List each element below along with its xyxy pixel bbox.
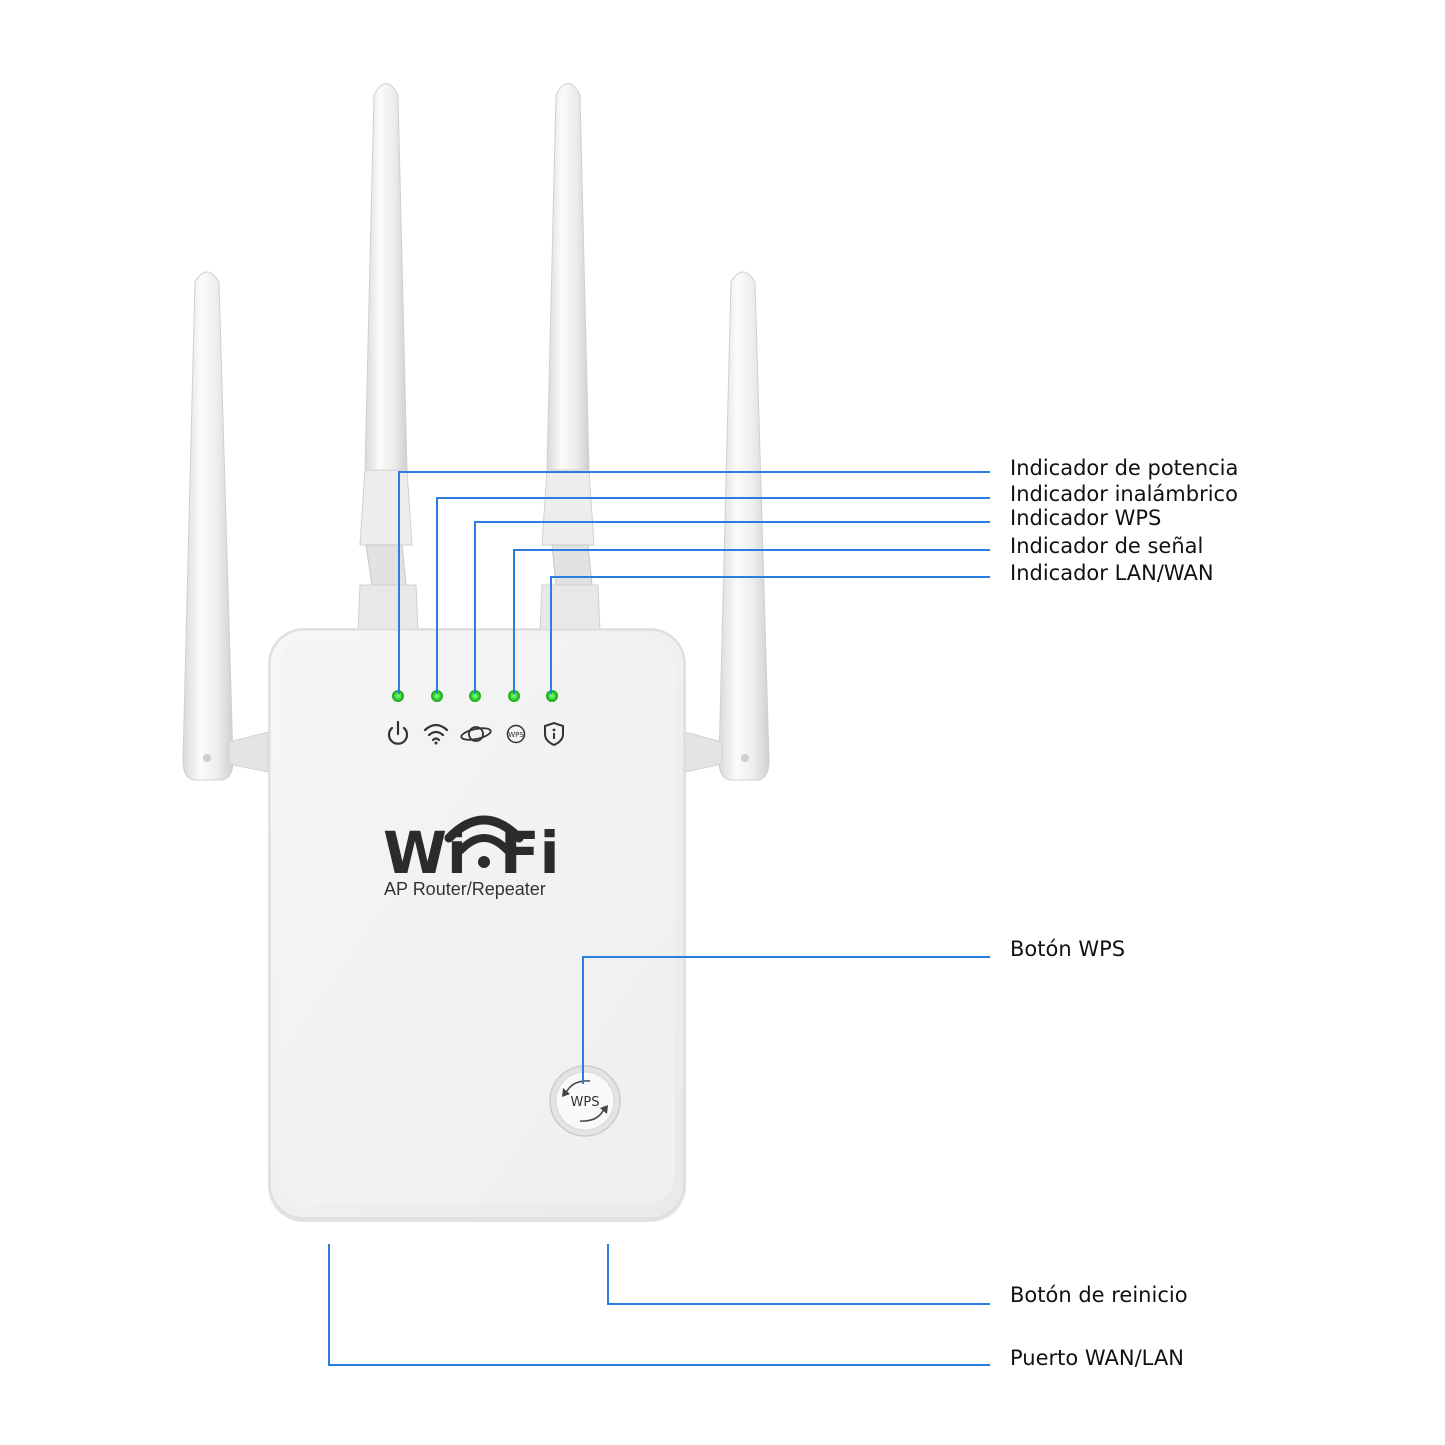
callout-line-wps (474, 521, 990, 694)
power-icon (387, 720, 409, 745)
antenna-outer-right (684, 271, 770, 781)
label-reset-button: Botón de reinicio (1010, 1283, 1188, 1307)
callout-line-reset (607, 1244, 990, 1305)
power-led (392, 690, 404, 702)
planet-icon (460, 726, 492, 742)
model-text: AP Router/Repeater (384, 879, 546, 899)
label-wan-lan-port: Puerto WAN/LAN (1010, 1346, 1184, 1370)
wps-icon-text: WPS (508, 731, 524, 739)
antenna-inner-right (539, 83, 601, 631)
antenna-outer-left (182, 271, 269, 781)
wifi-icon (423, 723, 449, 745)
wireless-led (431, 690, 443, 702)
lan-wan-led (546, 690, 558, 702)
label-wps-indicator: Indicador WPS (1010, 506, 1162, 530)
wps-button[interactable]: WPS (549, 1065, 621, 1137)
wifi-logo-fi: Fi (500, 819, 560, 887)
label-wireless-indicator: Indicador inalámbrico (1010, 482, 1238, 506)
repeater-body (268, 628, 686, 1222)
label-signal-indicator: Indicador de señal (1010, 534, 1204, 558)
callout-line-wireless (436, 497, 990, 694)
label-power-indicator: Indicador de potencia (1010, 456, 1239, 480)
wps-button-label: WPS (571, 1095, 600, 1110)
callout-line-power (398, 471, 990, 694)
shield-icon (544, 721, 564, 747)
callout-line-port (328, 1244, 990, 1366)
wps-icon: WPS (506, 724, 526, 744)
wifi-logo: Wi Fi AP Router/Repeater (383, 815, 560, 899)
wifi-logo-arcs (444, 815, 524, 868)
label-wps-button: Botón WPS (1010, 937, 1126, 961)
callout-lines (328, 471, 990, 1366)
signal-led (508, 690, 520, 702)
callout-line-signal (513, 549, 990, 694)
wps-led (469, 690, 481, 702)
led-row (392, 690, 558, 702)
callout-line-lan-wan (550, 576, 990, 694)
callout-line-wps-button (582, 956, 990, 1084)
label-lan-wan-indicator: Indicador LAN/WAN (1010, 561, 1214, 585)
antenna-inner-left (357, 83, 419, 631)
